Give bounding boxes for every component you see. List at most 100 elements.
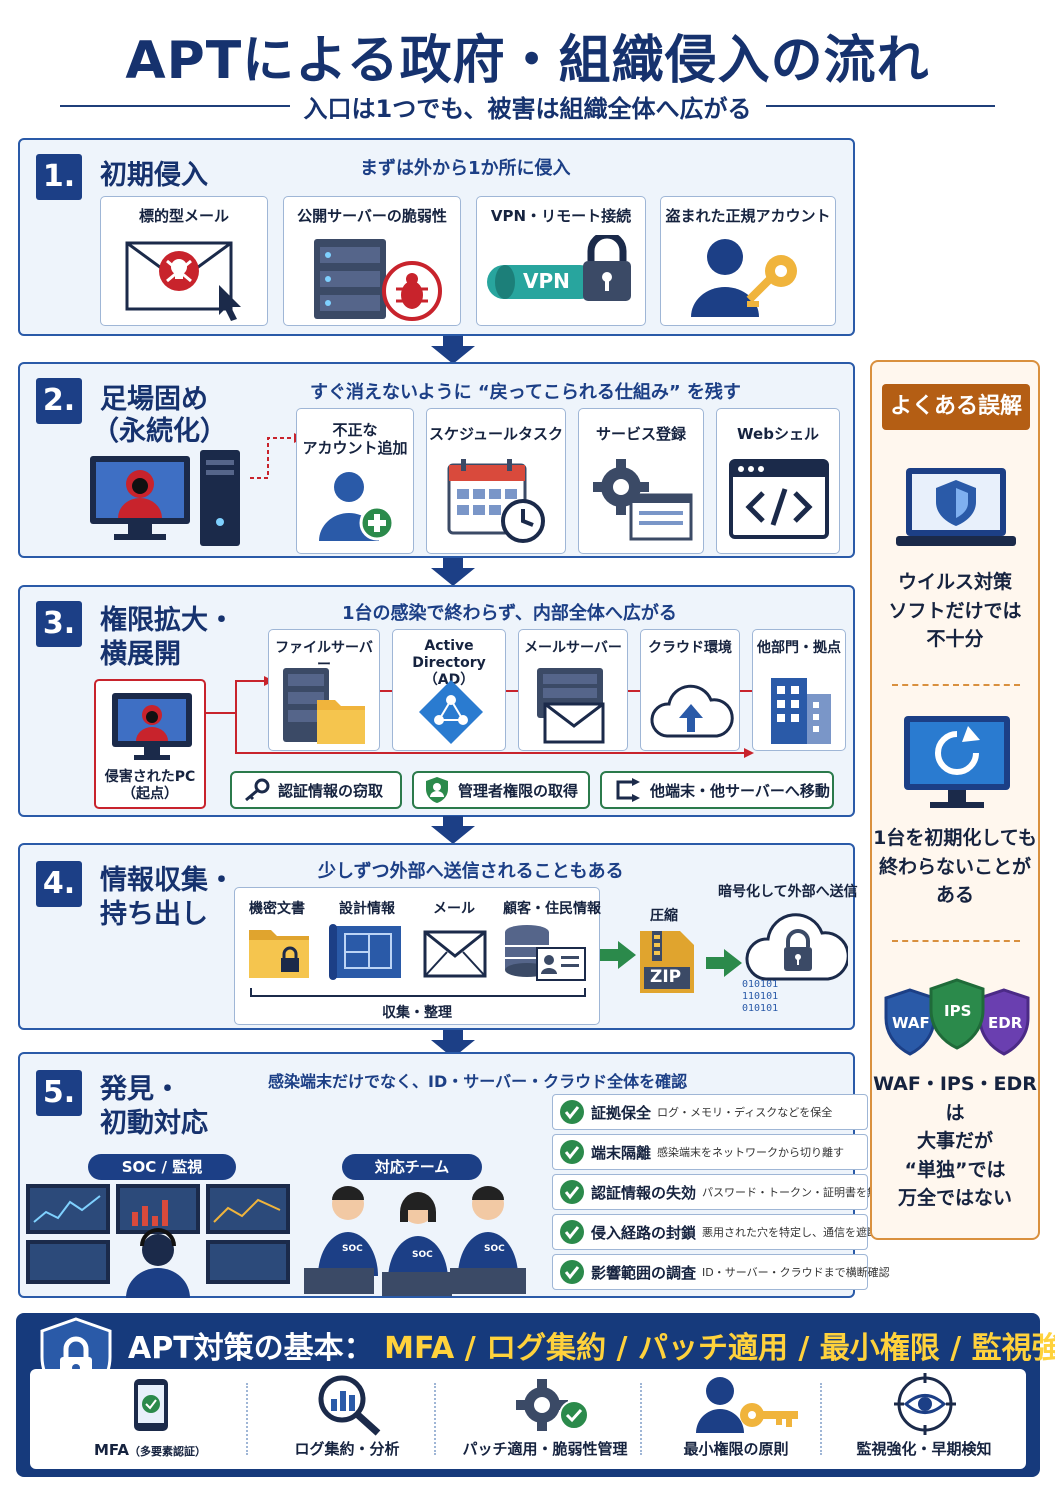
cloud-upload-icon [650, 684, 734, 738]
separator [246, 1383, 248, 1455]
soc-badge: SOC [342, 1244, 363, 1254]
item-label: MFA（多要素認証） [70, 1441, 230, 1459]
zip-file-icon [640, 931, 694, 993]
node-label: クラウド環境 [648, 640, 732, 656]
node-cloud: クラウド環境 [640, 629, 740, 751]
node-label: 他部門・拠点 [757, 640, 841, 656]
step3-caption: 1台の感染で終わらず、内部全体へ広がる [342, 603, 677, 624]
server-bug-icon [314, 239, 442, 321]
step5-caption: 感染端末だけでなく、ID・サーバー・クラウド全体を確認 [268, 1072, 688, 1091]
step3-number: 3. [36, 601, 82, 647]
step2-title-line1: 足場固め [100, 384, 208, 415]
soc-badge: SOC [484, 1244, 505, 1254]
ad-diamond-icon [419, 680, 483, 744]
team-tag: 対応チーム [342, 1154, 482, 1180]
misconceptions-heading: よくある誤解 [882, 384, 1030, 430]
pill-label: 他端末・他サーバーへ移動 [650, 781, 830, 800]
pill-label: 管理者権限の取得 [458, 781, 579, 800]
hacker-pc-icon [90, 450, 240, 546]
card-rogue-account: 不正な アカウント追加 [296, 408, 414, 554]
binary-line: 010101 [742, 979, 779, 990]
shield-user-icon [426, 777, 448, 803]
check-icon [560, 1140, 584, 1164]
blueprint-icon [329, 924, 401, 980]
zip-label: ZIP [650, 967, 682, 987]
step3-title-line1: 権限拡大・ [100, 605, 235, 636]
binary-line: 110101 [742, 991, 779, 1002]
reset-monitor-icon [904, 716, 1010, 808]
item-mfa: MFA（多要素認証） [70, 1369, 230, 1469]
building-icon [771, 678, 831, 744]
step4-number: 4. [36, 861, 82, 907]
soc-monitor-wall [26, 1184, 290, 1298]
step2-section: 2. 足場固め （永続化） すぐ消えないように “戻ってこられる仕組み” を残す… [18, 362, 855, 558]
step5-section: 5. 発見・ 初動対応 感染端末だけでなく、ID・サーバー・クラウド全体を確認 … [18, 1052, 900, 1298]
step4-title-line1: 情報収集・ [100, 865, 235, 896]
divider [60, 105, 290, 107]
response-team-illustration [304, 1186, 526, 1296]
check-detail: パスワード・トークン・証明書を無効化 [702, 1186, 901, 1199]
collected-items-box: 機密文書 設計情報 メール 顧客・住民情報 [234, 887, 601, 1025]
subtitle-row: 入口は1つでも、被害は組織全体へ広がる [60, 90, 996, 123]
step2-title-line2: （永続化） [92, 416, 227, 447]
code-window-icon [729, 459, 829, 539]
step1-title: 初期侵入 [100, 160, 208, 191]
mfa-sublabel: （多要素認証） [129, 1445, 207, 1458]
user-key-icon [696, 1377, 798, 1433]
card-scheduled-task: スケジュールタスク [426, 408, 566, 554]
binary-line: 010101 [742, 1003, 779, 1014]
check-isolate: 端末隔離 感染端末をネットワークから切り離す [552, 1134, 868, 1170]
arrow-down [431, 1030, 475, 1058]
card-label: 不正な アカウント追加 [302, 421, 408, 457]
card-label: 標的型メール [138, 207, 229, 225]
node-mail-server: メールサーバー [518, 629, 628, 751]
separator [820, 1383, 822, 1455]
page-title: APTによる政府・組織侵入の流れ [125, 31, 930, 91]
separator [434, 1383, 436, 1455]
node-label: メールサーバー [524, 640, 622, 656]
step2-number: 2. [36, 378, 82, 424]
check-detail: 悪用された穴を特定し、通信を遮断 [702, 1226, 879, 1239]
check-revoke: 認証情報の失効 パスワード・トークン・証明書を無効化 [552, 1174, 900, 1210]
green-arrow [600, 941, 636, 969]
arrow-down [431, 336, 475, 364]
page-subtitle: 入口は1つでも、被害は組織全体へ広がる [303, 94, 752, 123]
item-log-analysis: ログ集約・分析 [262, 1369, 432, 1469]
check-title: 認証情報の失効 [591, 1183, 697, 1202]
gear-window-icon [593, 459, 693, 541]
node-file-server: ファイルサーバー [268, 629, 380, 751]
encrypted-cloud-icon [745, 913, 848, 981]
check-title: 影響範囲の調査 [591, 1263, 697, 1282]
pill-label: 認証情報の窃取 [278, 781, 384, 800]
step2-caption: すぐ消えないように “戻ってこられる仕組み” を残す [310, 382, 741, 403]
step1-number: 1. [36, 154, 82, 200]
step1-caption: まずは外から1か所に侵入 [360, 158, 571, 179]
step5-title-line2: 初動対応 [100, 1108, 208, 1139]
shield-label-ips: IPS [944, 1002, 972, 1020]
banner-title: APT対策の基本： MFA / ログ集約 / パッチ適用 / 最小権限 / 監視… [128, 1323, 1055, 1367]
card-label: Webシェル [737, 425, 819, 443]
gear-check-icon [516, 1379, 589, 1431]
misconception-3: WAF・IPS・EDRは 大事だが “単独”では 万全ではない [873, 1073, 1037, 1209]
eye-target-icon [894, 1373, 956, 1435]
pill-admin-privilege: 管理者権限の取得 [412, 771, 590, 809]
card-label: 盗まれた正規アカウント [665, 207, 831, 225]
soc-tag: SOC / 監視 [88, 1154, 236, 1180]
hacker-monitor-icon [112, 693, 192, 760]
check-icon [560, 1260, 584, 1284]
binary-stream: 010101 110101 010101 [742, 979, 778, 1015]
vpn-lock-icon [487, 235, 631, 301]
item-least-privilege: 最小権限の原則 [656, 1369, 816, 1469]
soc-badge: SOC [412, 1250, 433, 1260]
magnifier-chart-icon [318, 1375, 381, 1436]
compress-label: 圧縮 [650, 908, 678, 924]
step4-section: 4. 情報収集・ 持ち出し 少しずつ外部へ送信されることもある 機密文書 設計情… [18, 843, 858, 1030]
add-user-icon [319, 472, 395, 541]
item-label: 監視強化・早期検知 [856, 1440, 992, 1458]
item-label: メール [433, 901, 475, 917]
divider [892, 684, 1020, 686]
node-label: Active Directory （AD） [412, 638, 486, 688]
check-block-route: 侵入経路の封鎖 悪用された穴を特定し、通信を遮断 [552, 1214, 878, 1250]
check-title: 端末隔離 [591, 1143, 652, 1162]
mfa-phone-icon [134, 1379, 168, 1431]
